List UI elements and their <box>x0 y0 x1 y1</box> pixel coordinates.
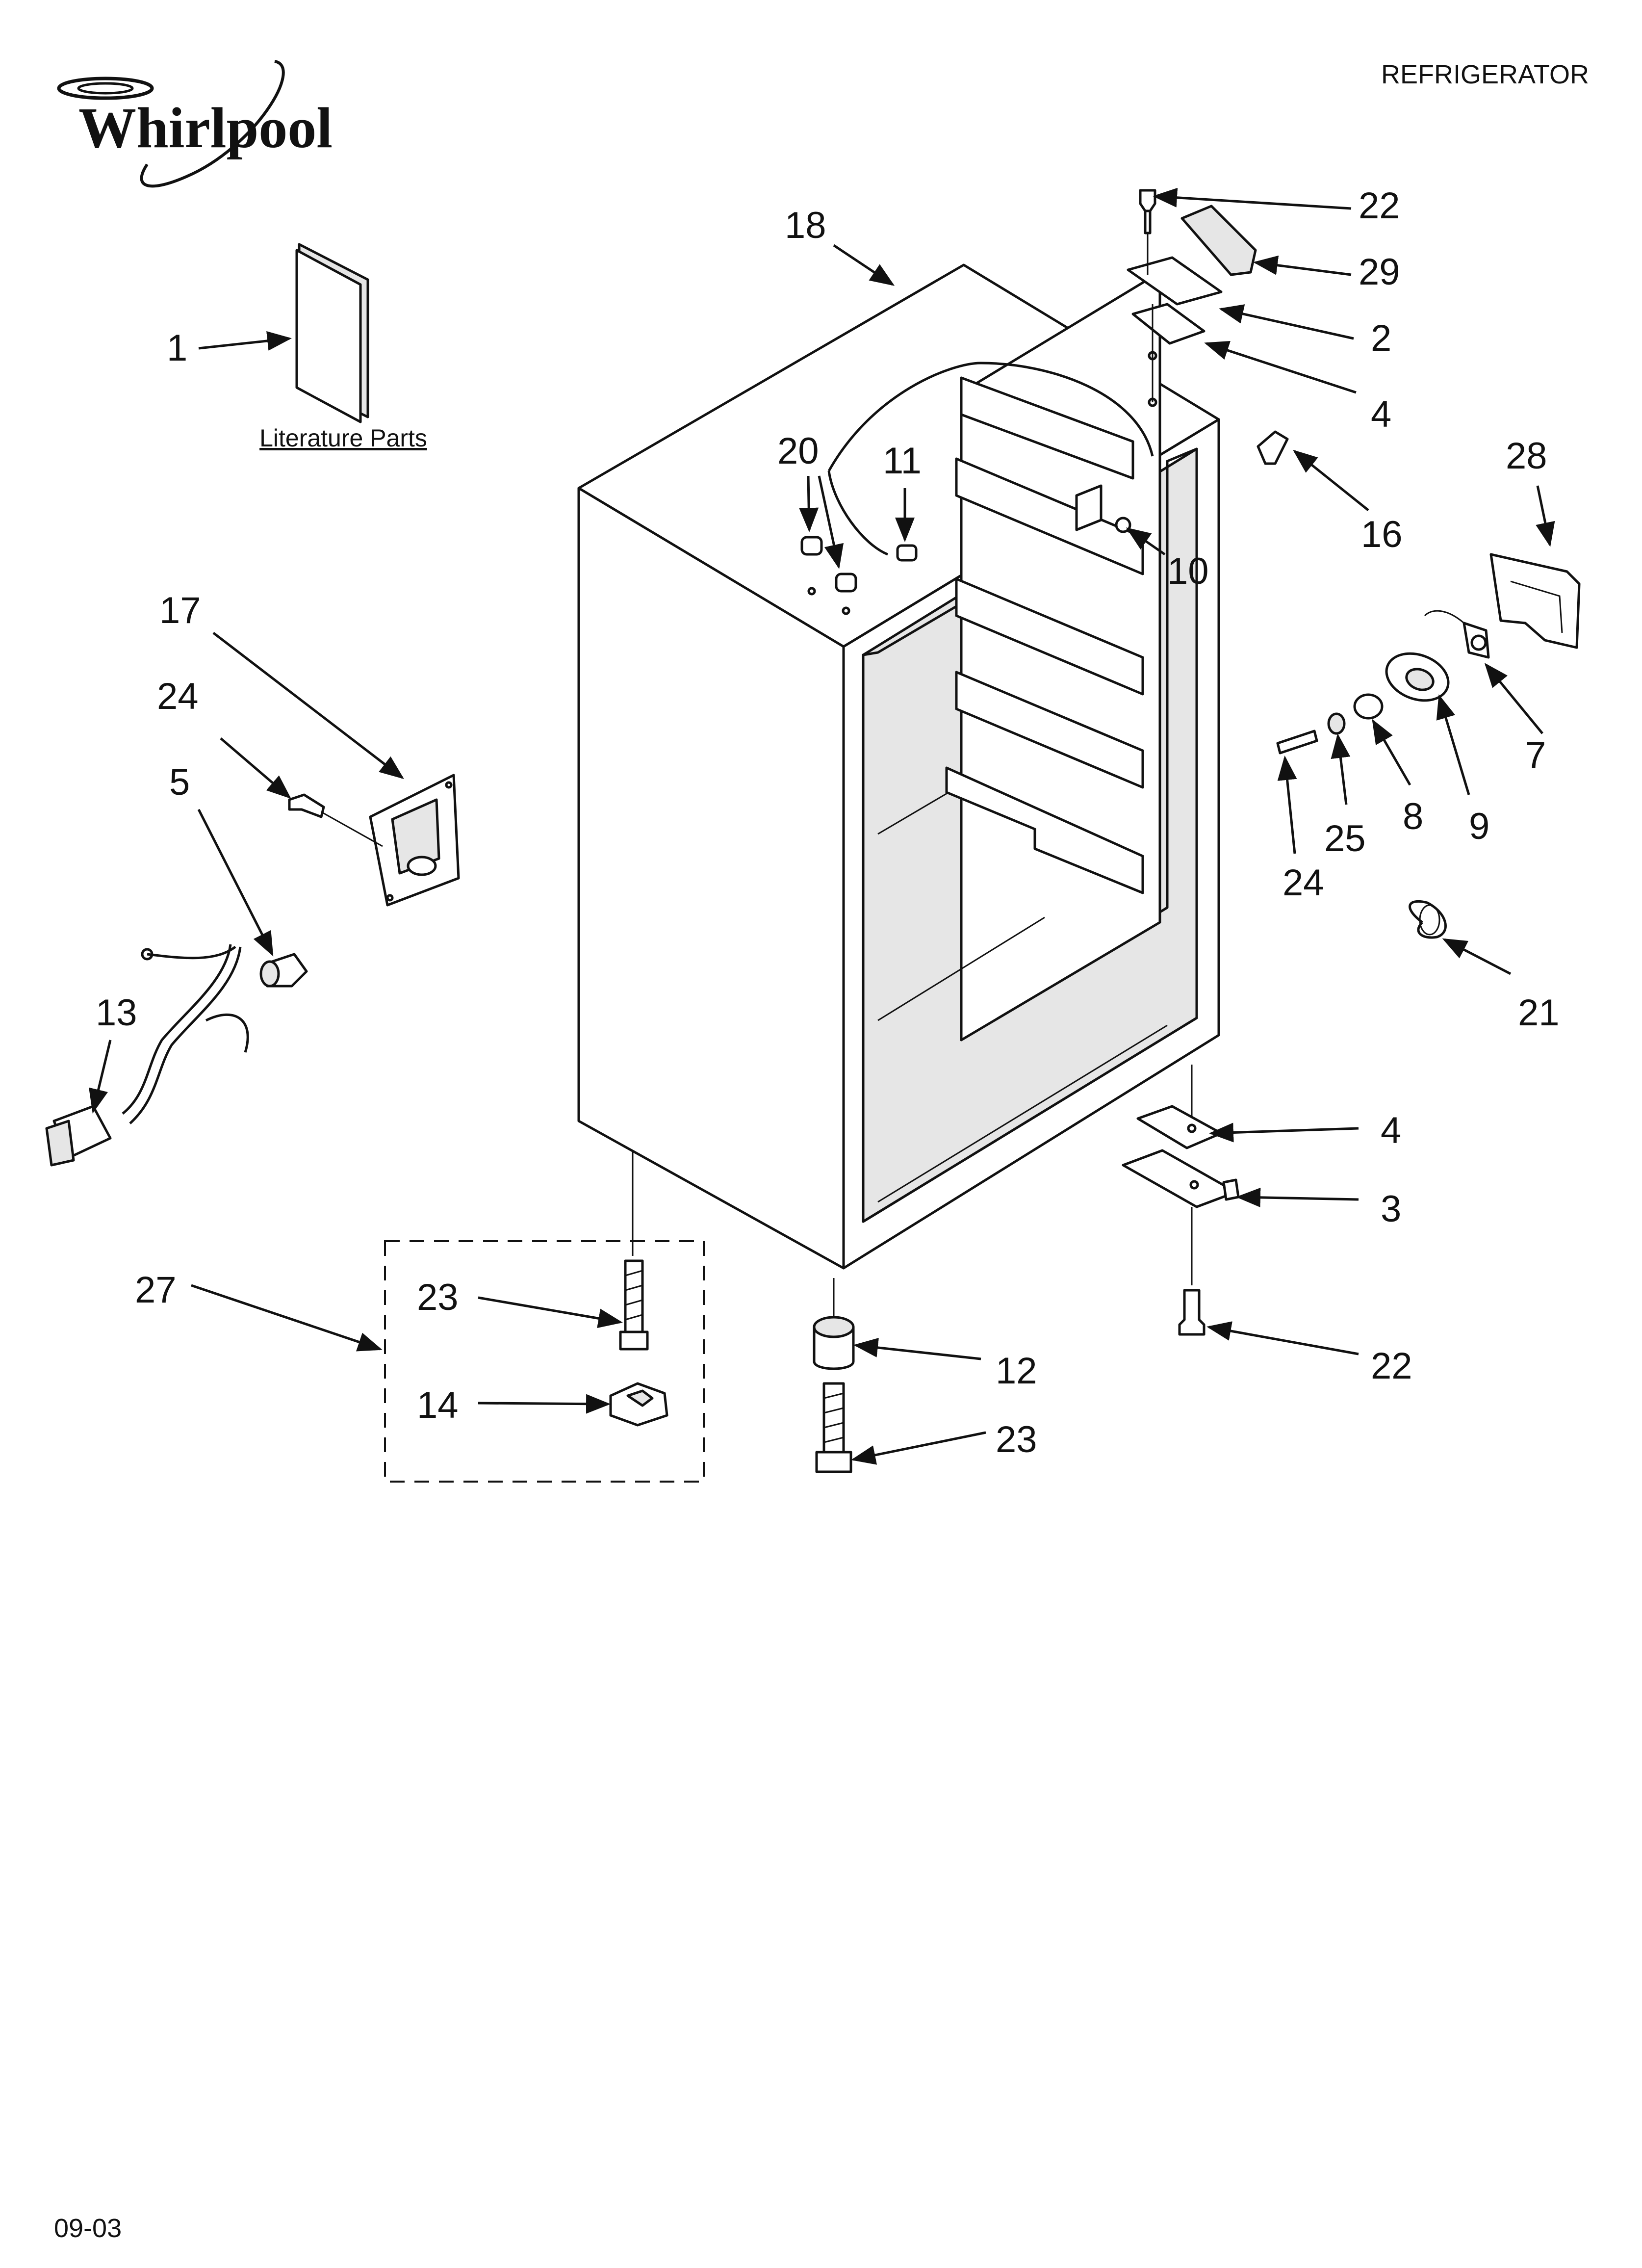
callout-24-right: 24 <box>1283 862 1324 904</box>
power-cord-13 <box>45 944 249 1167</box>
callout-18: 18 <box>785 205 826 246</box>
callout-5: 5 <box>169 761 190 803</box>
callout-22-bottom: 22 <box>1371 1345 1412 1387</box>
literature-parts-label: Literature Parts <box>259 424 427 452</box>
callout-28: 28 <box>1506 435 1547 477</box>
callout-25: 25 <box>1324 818 1366 860</box>
spacer-12 <box>813 1316 855 1370</box>
callout-9: 9 <box>1469 806 1489 847</box>
callout-22-top: 22 <box>1359 185 1400 227</box>
callout-7: 7 <box>1525 734 1546 776</box>
screw-24-left <box>288 793 383 847</box>
electrical-box-17 <box>369 774 460 907</box>
callout-29: 29 <box>1359 251 1400 293</box>
callout-16: 16 <box>1361 514 1403 555</box>
lower-hinge-3 <box>1122 1149 1240 1208</box>
section-title: REFRIGERATOR <box>1381 60 1589 89</box>
cabinet-18 <box>577 263 1220 1270</box>
callout-14: 14 <box>417 1384 459 1426</box>
callout-numbers: 1 18 22 29 2 4 16 28 20 11 10 17 24 5 13… <box>96 185 1560 1460</box>
leveling-bolt-23-bottom <box>815 1382 852 1473</box>
callout-17: 17 <box>159 590 201 631</box>
upper-hinge-assembly <box>1127 189 1257 407</box>
screw-24-right <box>1276 730 1318 755</box>
thermostat-7 <box>1424 610 1490 659</box>
light-socket-5 <box>259 953 308 988</box>
callout-20: 20 <box>777 430 819 472</box>
brand-name: Whirlpool <box>78 96 333 160</box>
plug-buttons-20 <box>800 536 857 615</box>
leader-lines <box>89 187 1555 1465</box>
lower-hinge-shim-4 <box>1136 1105 1223 1149</box>
callout-13: 13 <box>96 992 137 1034</box>
control-housing-28 <box>1489 553 1581 649</box>
leveling-bolt-23-kit <box>619 1259 649 1351</box>
callout-24-left: 24 <box>157 676 199 717</box>
date-code: 09-03 <box>54 2214 122 2243</box>
callout-2: 2 <box>1371 317 1391 359</box>
callout-11: 11 <box>883 440 922 482</box>
callout-4-top: 4 <box>1371 393 1391 435</box>
callout-4-bottom: 4 <box>1381 1110 1401 1151</box>
callout-12: 12 <box>996 1350 1037 1392</box>
screw-22-bottom <box>1178 1289 1206 1336</box>
harness-21 <box>1409 900 1447 939</box>
callout-23-kit: 23 <box>417 1277 459 1318</box>
callout-1: 1 <box>167 327 187 369</box>
screw-11 <box>896 544 918 562</box>
knob-9 <box>1385 652 1450 702</box>
callout-10: 10 <box>1167 550 1209 592</box>
callout-21: 21 <box>1518 992 1560 1034</box>
washer-25 <box>1327 712 1346 735</box>
nut-14 <box>609 1382 668 1427</box>
callout-8: 8 <box>1403 796 1423 837</box>
callout-23-bottom: 23 <box>996 1419 1037 1460</box>
leveling-kit-27-box <box>384 1240 705 1483</box>
whirlpool-logo: Whirlpool <box>57 60 333 188</box>
callout-3: 3 <box>1381 1188 1401 1230</box>
literature-parts-booklet <box>295 243 369 423</box>
clip-16 <box>1257 430 1289 465</box>
light-bulb-8 <box>1353 693 1384 720</box>
callout-27: 27 <box>135 1269 177 1311</box>
